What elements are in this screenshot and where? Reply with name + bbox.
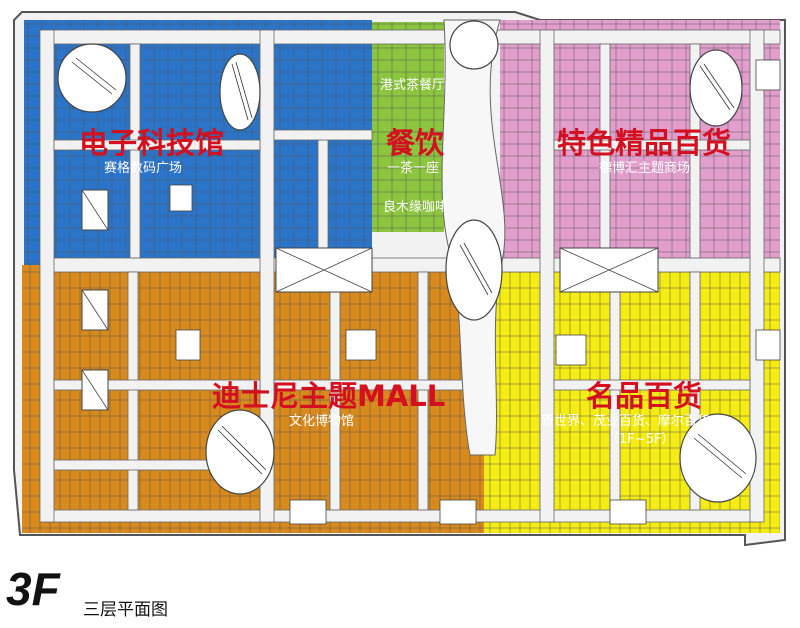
zone-subtitle-brand: 新世界、茂业百货、摩尔百货	[541, 414, 711, 429]
floor-number-label: 3F	[6, 563, 60, 615]
void-diagonals	[81, 189, 659, 411]
zone-subtitle-boutique: 德博汇主题商场	[599, 161, 691, 176]
zone-subtitle-disney: 文化博物馆	[289, 414, 355, 429]
service-cores	[169, 59, 781, 525]
zone-label-dining-top: 港式茶餐厅	[380, 78, 446, 93]
zone-subtitle-electronics: 赛格数码广场	[104, 161, 183, 176]
zone-subtitle2-brand: （1F~5F）	[606, 432, 675, 447]
floor-plan-caption: 三层平面图	[83, 600, 168, 620]
zone-title-brand: 名品百货	[586, 379, 703, 413]
zone-dining-area	[372, 22, 444, 232]
zone-subtitle2-dining: 良木缘咖啡	[383, 200, 449, 215]
zone-title-boutique: 特色精品百货	[557, 126, 732, 160]
zone-subtitle-dining: 一茶一座	[387, 161, 440, 176]
zone-title-dining: 餐饮	[386, 126, 445, 160]
zone-title-electronics: 电子科技馆	[79, 126, 225, 160]
zone-title-disney: 迪士尼主题MALL	[212, 379, 446, 413]
escalator-stairs	[71, 57, 747, 479]
